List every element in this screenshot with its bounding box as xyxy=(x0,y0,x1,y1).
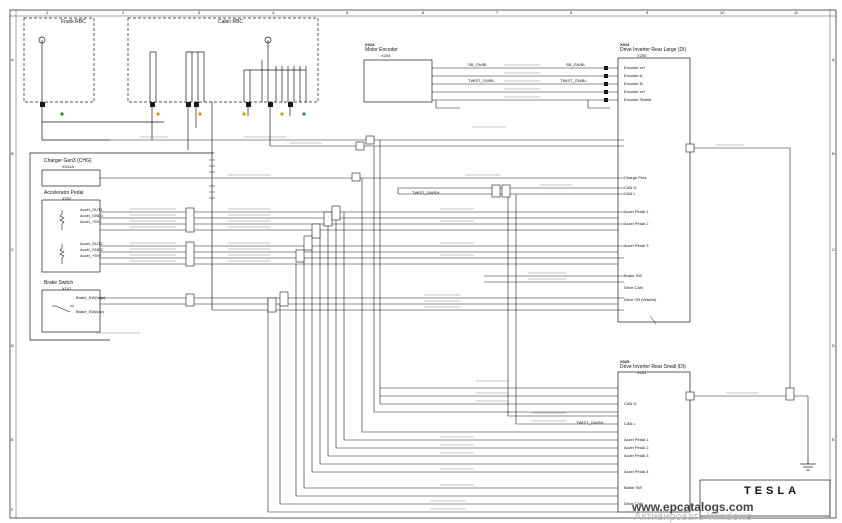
grid-col-label: 2 xyxy=(122,10,125,15)
grid-row-label: E xyxy=(832,437,835,442)
di-small-pin-label: Accel Pedal 1 xyxy=(624,437,649,442)
di-large-pin-label: Accel Pedal 3 xyxy=(624,243,649,248)
frunk-rbc-title: Frunk RBC xyxy=(61,19,86,25)
accel-pin-label: Accel_OUT2 xyxy=(80,241,103,246)
grid-row-label: D xyxy=(832,343,835,348)
accel-pin-label: Accel_GND1 xyxy=(80,213,104,218)
brake-pin-label: Brake_SW(low) xyxy=(76,309,104,314)
accel-pin-label: Accel_+5V2 xyxy=(80,253,102,258)
grid-row-label: D xyxy=(11,343,14,348)
title-block xyxy=(699,479,831,517)
accel-pedal-box xyxy=(41,199,101,273)
grid-row-label: F xyxy=(11,507,14,512)
grid-col-label: 8 xyxy=(570,10,573,15)
grid-col-label: 3 xyxy=(198,10,201,15)
grid-row-label: A xyxy=(11,57,14,62)
di-small-pin-label: CAN H xyxy=(624,401,637,406)
di-small-title: Drive Inverter Rear Small (DI) xyxy=(620,364,686,370)
charger-conn: X041A xyxy=(62,164,75,169)
di-large-pin-label: Accel Pedal 2 xyxy=(624,221,649,226)
cabin-rbc-box xyxy=(127,17,319,103)
wire-code: SB_GN/BL xyxy=(566,62,586,67)
charger-title: Charger Gen3 (CHG) xyxy=(44,158,92,164)
brake-switch-title: Brake Switch xyxy=(44,280,74,286)
di-large-pin-label: Charge Pres xyxy=(624,175,647,180)
drive-inverter-small-box xyxy=(617,371,691,513)
di-large-pin-label: Drive Off (Vehicle) xyxy=(624,297,657,302)
grid-col-label: 1 xyxy=(46,10,49,15)
grid-col-label: 9 xyxy=(646,10,649,15)
di-small-pin-label: Accel Pedal 3 xyxy=(624,453,649,458)
ground-icon xyxy=(800,456,816,471)
wire-code: TWIST_GN/BL xyxy=(468,78,495,83)
grid-row-label: B xyxy=(11,151,14,156)
di-large-pin-label: Accel Pedal 1 xyxy=(624,209,649,214)
grid-col-label: 7 xyxy=(496,10,499,15)
di-large-title: Drive Inverter Rear Large (DI) xyxy=(620,47,687,53)
grid-row-label: C xyxy=(832,247,835,252)
accel-pin-label: Accel_OUT1 xyxy=(80,207,103,212)
accel-pin-label: Accel_+5V1 xyxy=(80,219,102,224)
drawing-border xyxy=(9,9,837,519)
cabin-rbc-title: Cabin RBC xyxy=(218,19,244,25)
drive-inverter-large-box xyxy=(617,57,691,323)
di-small-pin-label: Drive CAN xyxy=(624,501,643,506)
di-large-pin-label: Encoder A xyxy=(624,73,643,78)
di-large-pin-label: CAN H xyxy=(624,185,637,190)
wire-code: TWIST_GN/SH xyxy=(412,190,440,195)
brake-pin-label: Brake_SW(high) xyxy=(76,295,106,300)
watermark-url: www.epcatalogs.com xyxy=(632,500,754,514)
di-small-conn: X251 xyxy=(637,370,647,375)
grid-col-label: 4 xyxy=(272,10,275,15)
wire-code: SB_GN/BL xyxy=(468,62,488,67)
motor-encoder-conn: X254 xyxy=(381,53,391,58)
grid-row-label: A xyxy=(832,57,835,62)
grid-col-label: 5 xyxy=(346,10,349,15)
di-large-pin-label: Encoder Shield xyxy=(624,97,652,102)
di-large-conn: X250 xyxy=(637,53,647,58)
accel-pin-label: Accel_GND2 xyxy=(80,247,104,252)
tesla-logo: TESLA xyxy=(744,485,801,497)
motor-encoder-title: Motor Encoder xyxy=(365,47,398,53)
wire-code: TWIST_GN/BL xyxy=(560,78,587,83)
wire-code: TWIST_GN/SH xyxy=(576,420,604,425)
di-large-pin-label: Encoder ref xyxy=(624,65,645,70)
motor-encoder-box xyxy=(363,59,433,103)
di-large-pin-label: Encoder B xyxy=(624,81,643,86)
brake-switch-conn: X107 xyxy=(62,286,72,291)
frunk-rbc-box xyxy=(23,17,95,103)
grid-col-label: 11 xyxy=(794,10,799,15)
grid-row-label: B xyxy=(832,151,835,156)
di-small-pin-label: Accel Pedal 4 xyxy=(624,469,649,474)
brake-switch-box xyxy=(41,289,101,333)
motor-encoder-ref: X024 xyxy=(365,42,375,47)
di-small-pin-label: Accel Pedal 2 xyxy=(624,445,649,450)
di-large-ref: X024 xyxy=(620,42,630,47)
accel-pedal-title: Accelerator Pedal xyxy=(44,190,84,196)
charger-box xyxy=(41,169,101,187)
grid-col-label: 10 xyxy=(720,10,725,15)
di-large-pin-label: Brake SW xyxy=(624,273,643,278)
watermark-activate: Активировать Windows xyxy=(634,511,752,523)
grid-row-label: C xyxy=(11,247,14,252)
grid-col-label: 6 xyxy=(422,10,425,15)
di-large-pin-label: Drive CAN xyxy=(624,285,643,290)
di-large-pin-label: CAN L xyxy=(624,191,636,196)
accel-pedal-conn: X252 xyxy=(62,196,72,201)
di-small-pin-label: CAN L xyxy=(624,421,636,426)
di-large-pin-label: Encoder ref xyxy=(624,89,645,94)
di-small-pin-label: Brake SW xyxy=(624,485,643,490)
grid-row-label: E xyxy=(11,437,14,442)
di-small-ref: X025 xyxy=(620,359,630,364)
